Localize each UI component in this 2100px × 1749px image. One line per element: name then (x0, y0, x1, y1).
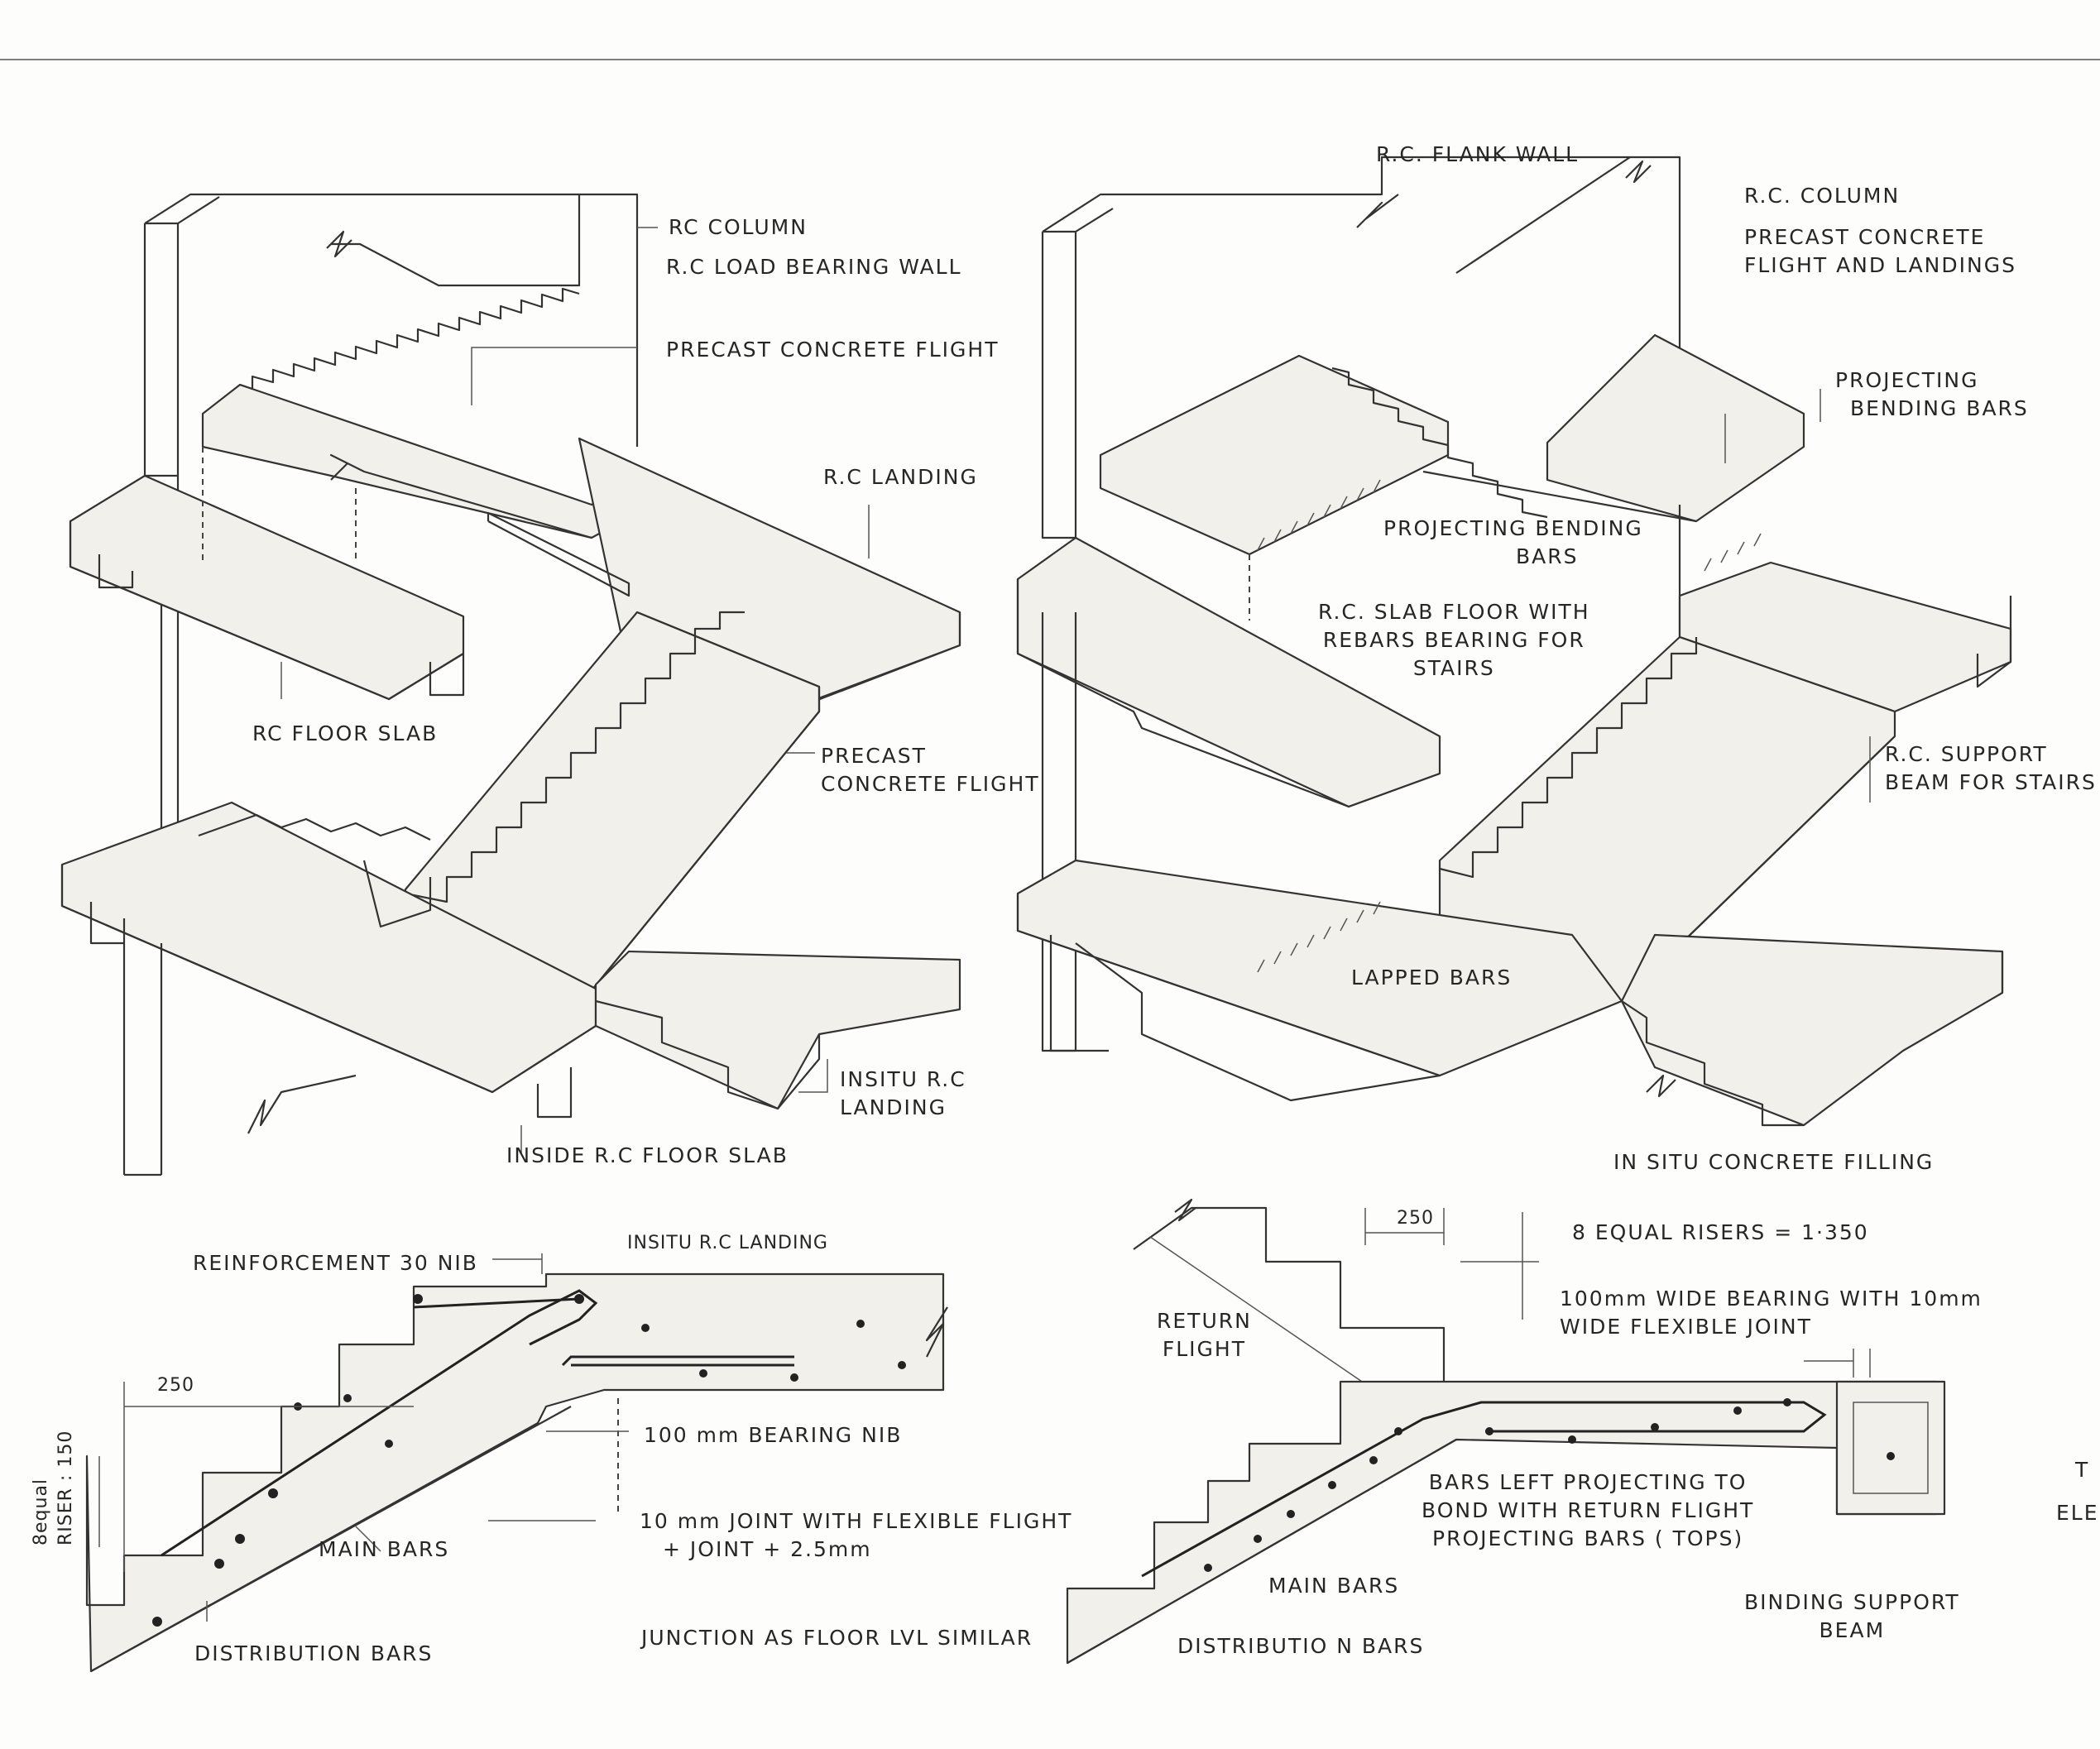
right-section-detail (1066, 1198, 1946, 1665)
label-return-flight: RETURN FLIGHT (1157, 1307, 1252, 1363)
label-insitu-rc-landing-line-1: INSITU R.C (840, 1067, 966, 1091)
label-joint-note: 10 mm JOINT WITH FLEXIBLE FLIGHT + JOINT… (640, 1507, 1072, 1564)
label-projecting-bending-bars-right-line-1: PROJECTING (1835, 368, 1979, 392)
rc-load-bearing-wall (144, 193, 639, 447)
label-rc-landing: R.C LANDING (823, 465, 978, 489)
label-equal-risers: 8 EQUAL RISERS = 1·350 (1572, 1220, 1869, 1244)
label-rc-flank-wall: R.C. FLANK WALL (1376, 142, 1580, 166)
label-dim-250-left: 250 (157, 1375, 194, 1396)
label-rc-floor-slab: RC FLOOR SLAB (252, 721, 439, 745)
label-joint-note-line-2: + JOINT + 2.5mm (663, 1536, 872, 1561)
label-distribution-bars-left: DISTRIBUTION BARS (194, 1641, 434, 1665)
insitu-concrete-filling (1620, 933, 2004, 1127)
right-section-concrete (1066, 1380, 1938, 1665)
label-rc-column-right: R.C. COLUMN (1744, 184, 1901, 208)
label-bars-left-projecting-line-1: BARS LEFT PROJECTING TO (1428, 1470, 1748, 1494)
label-junction-note: JUNCTION AS FLOOR LVL SIMILAR (641, 1626, 1033, 1650)
label-bearing-note-line-1: 100mm WIDE BEARING WITH 10mm (1560, 1287, 1983, 1311)
label-rc-column-left: RC COLUMN (669, 215, 808, 239)
precast-landing-upper-right (1546, 333, 1805, 523)
label-precast-flight-landings-line-2: FLIGHT AND LANDINGS (1744, 252, 2016, 277)
label-insitu-rc-landing-line-2: LANDING (840, 1095, 947, 1119)
label-rc-support-beam-line-2: BEAM FOR STAIRS (1885, 769, 2097, 794)
label-reinforcement-nib: REINFORCEMENT 30 NIB (193, 1251, 478, 1275)
label-precast-flight-mid-line-1: PRECAST (821, 744, 927, 768)
label-binding-support-beam-line-2: BEAM (1819, 1617, 1886, 1642)
label-rc-slab-floor-line-1: R.C. SLAB FLOOR WITH (1318, 600, 1590, 624)
label-binding-support-beam: BINDING SUPPORT BEAM (1744, 1588, 1960, 1645)
label-bearing-nib: 100 mm BEARING NIB (644, 1423, 903, 1447)
label-edge-fragment-2: ELE (2056, 1501, 2099, 1525)
label-edge-fragment-1: T (2075, 1458, 2090, 1482)
label-bearing-note-line-2: WIDE FLEXIBLE JOINT (1560, 1314, 1812, 1339)
label-precast-flight-mid: PRECAST CONCRETE FLIGHT (821, 742, 1040, 798)
label-riser-left-line-2: RISER : 150 (55, 1430, 76, 1545)
label-bearing-note: 100mm WIDE BEARING WITH 10mm WIDE FLEXIB… (1560, 1285, 1983, 1341)
label-insitu-rc-landing-section: INSITU R.C LANDING (627, 1233, 828, 1253)
label-projecting-bending-bars-right: PROJECTING BENDING BARS (1835, 367, 2029, 423)
label-main-bars-left: MAIN BARS (319, 1537, 450, 1561)
label-riser-left-line-1: 8equal (31, 1478, 51, 1545)
label-lapped-bars: LAPPED BARS (1351, 966, 1513, 990)
label-dim-250-right: 250 (1397, 1208, 1434, 1229)
label-projecting-bending-bars-center-line-1: PROJECTING BENDING (1383, 516, 1643, 540)
label-main-bars-right: MAIN BARS (1268, 1574, 1400, 1598)
label-projecting-bending-bars-center-line-2: BARS (1516, 544, 1579, 568)
label-bars-left-projecting-line-3: PROJECTING BARS ( TOPS) (1432, 1526, 1744, 1550)
label-rc-support-beam-line-1: R.C. SUPPORT (1885, 742, 2048, 766)
label-precast-flight-mid-line-2: CONCRETE FLIGHT (821, 771, 1040, 796)
label-return-flight-line-2: FLIGHT (1162, 1336, 1246, 1361)
label-bars-left-projecting-line-2: BOND WITH RETURN FLIGHT (1422, 1497, 1755, 1522)
right-isometric-stair (1016, 156, 2012, 1127)
label-rc-slab-floor-line-2: REBARS BEARING FOR (1322, 627, 1585, 652)
label-riser-left: 8equal RISER : 150 (29, 1430, 78, 1545)
label-rc-load-bearing-wall: R.C LOAD BEARING WALL (666, 255, 962, 279)
label-precast-flight-landings: PRECAST CONCRETE FLIGHT AND LANDINGS (1744, 223, 2016, 280)
label-insitu-concrete-filling: IN SITU CONCRETE FILLING (1613, 1150, 1935, 1174)
label-bars-left-projecting: BARS LEFT PROJECTING TO BOND WITH RETURN… (1422, 1469, 1754, 1552)
label-precast-flight-top: PRECAST CONCRETE FLIGHT (666, 338, 1000, 362)
label-projecting-bending-bars-right-line-2: BENDING BARS (1850, 395, 2029, 420)
label-return-flight-line-1: RETURN (1157, 1309, 1252, 1333)
label-distribution-bars-right: DISTRIBUTIO N BARS (1177, 1634, 1425, 1658)
label-projecting-bending-bars-center: PROJECTING BENDING BARS (1383, 515, 1643, 571)
label-binding-support-beam-line-1: BINDING SUPPORT (1744, 1590, 1960, 1614)
left-section-detail (85, 1253, 948, 1673)
label-rc-slab-floor: R.C. SLAB FLOOR WITH REBARS BEARING FOR … (1318, 598, 1590, 682)
label-joint-note-line-1: 10 mm JOINT WITH FLEXIBLE FLIGHT (640, 1509, 1073, 1533)
left-isometric-stair (60, 193, 961, 1176)
precast-flight-top (201, 383, 639, 539)
label-inside-rc-floor-slab: INSIDE R.C FLOOR SLAB (506, 1143, 789, 1167)
label-insitu-rc-landing: INSITU R.C LANDING (840, 1066, 966, 1122)
label-rc-slab-floor-line-3: STAIRS (1412, 655, 1495, 680)
label-rc-support-beam: R.C. SUPPORT BEAM FOR STAIRS (1885, 740, 2097, 797)
left-section-concrete (85, 1272, 945, 1673)
label-precast-flight-landings-line-1: PRECAST CONCRETE (1744, 225, 1986, 249)
insitu-rc-landing (594, 950, 961, 1110)
binding-support-beam (1835, 1380, 1946, 1516)
